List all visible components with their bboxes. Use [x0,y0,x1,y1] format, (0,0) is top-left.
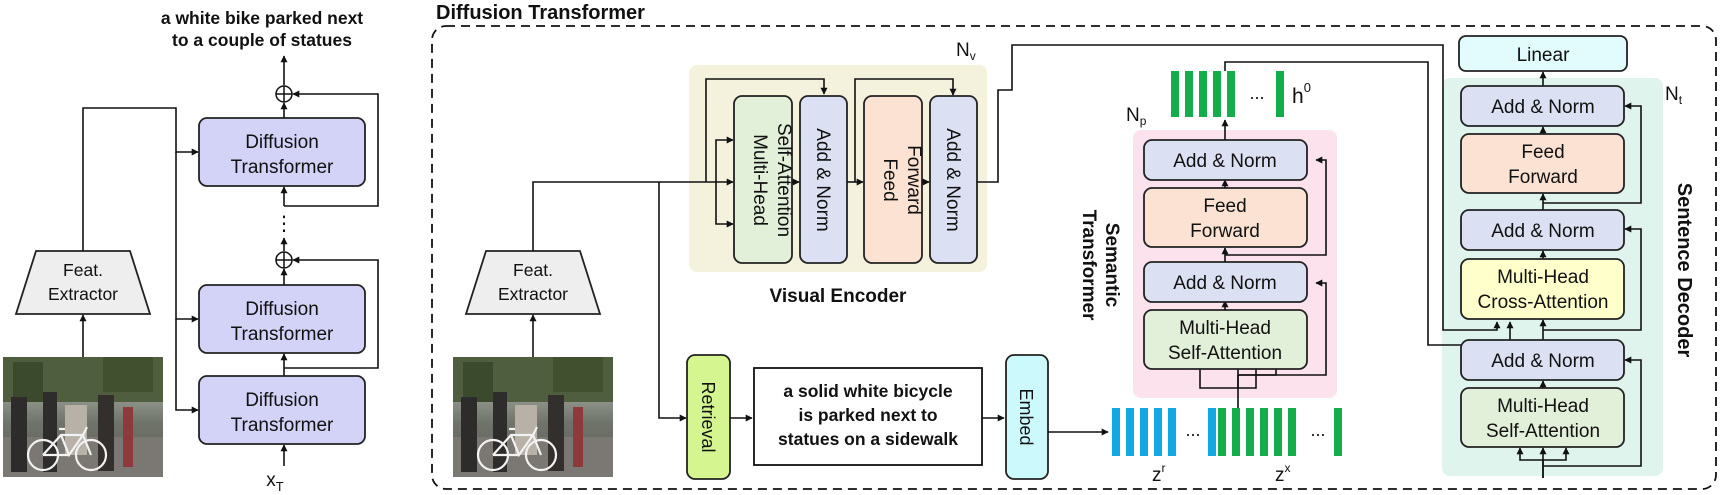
retrieved-line-3: statues on a sidewalk [778,429,958,449]
left-panel: a white bike parked next to a couple of … [1,8,379,494]
sd-feed-forward: Feed Forward [1460,133,1625,194]
sd-mhca-line-1: Multi-Head [1497,267,1589,288]
sd-ff-line-1: Feed [1521,142,1564,163]
sd-title: Sentence Decoder [1673,183,1695,358]
retrieved-line-1: a solid white bicycle [783,381,952,401]
dashed-frame [431,25,1717,490]
st-ff-line-1: Feed [1203,196,1246,217]
feat-label-line-2: Extractor [498,284,568,304]
dots: ... [1249,83,1264,103]
embed-box: Embed [1005,354,1049,480]
retrieved-caption-box: a solid white bicycle is parked next to … [753,367,983,466]
dt-label-line-2: Transformer [231,324,334,345]
zx-label: zx [1275,461,1291,486]
st-mhsa-line-2: Self-Attention [1168,343,1282,364]
sd-repeat-label: Nt [1665,84,1683,107]
st-add-norm-label: Add & Norm [1173,273,1276,294]
sd-add-norm-label: Add & Norm [1491,97,1594,118]
feature-extractor-main: Feat. Extractor [464,250,602,315]
sd-mhca-line-2: Cross-Attention [1478,292,1609,313]
ve-add-norm-1: Add & Norm [799,95,848,264]
dt-label-line-1: Diffusion [245,390,319,411]
zr-tokens: ... [1112,408,1216,456]
dt-label-line-2: Transformer [231,415,334,436]
sd-linear: Linear [1458,35,1628,72]
st-add-norm-1: Add & Norm [1143,261,1308,303]
sd-self-attention: Multi-Head Self-Attention [1460,387,1625,448]
circle-plus-icon [275,251,293,269]
h0-tokens: ... [1171,71,1284,117]
dt-label-line-1: Diffusion [245,299,319,320]
feat-label-line-1: Feat. [63,260,103,280]
ve-add-norm-label: Add & Norm [812,128,833,231]
st-repeat-label: Np [1126,105,1147,128]
street-bicycle-photo [1,355,165,479]
diffusion-transformer-block-middle: Diffusion Transformer [198,284,366,354]
feat-label-line-1: Feat. [513,260,553,280]
st-title-line-1: Semantic [1101,223,1122,308]
main-title: Diffusion Transformer [436,2,645,24]
caption-line-2: to a couple of statues [172,30,352,50]
zx-tokens: ... [1218,408,1342,456]
diffusion-transformer-block-bottom: Diffusion Transformer [198,375,366,445]
ve-ff-line-1: Feed [879,158,900,201]
st-self-attention: Multi-Head Self-Attention [1143,309,1308,370]
main-panel: Diffusion Transformer Feat. Extractor Mu… [431,2,1717,490]
sd-add-norm-low: Add & Norm [1460,339,1625,381]
st-title-line-2: Transformer [1078,210,1099,321]
diffusion-transformer-block-top: Diffusion Transformer [198,117,366,187]
ve-add-norm-label: Add & Norm [942,128,963,231]
caption-line-1: a white bike parked next [161,8,363,28]
sd-add-norm-top: Add & Norm [1460,85,1625,127]
sd-add-norm-label: Add & Norm [1491,221,1594,242]
ve-self-attention: Multi-Head Self-Attention [733,95,794,264]
sd-add-norm-mid: Add & Norm [1460,209,1625,251]
street-bicycle-photo [451,355,615,479]
ve-mhsa-line-1: Multi-Head [749,134,770,226]
sd-cross-attention: Multi-Head Cross-Attention [1460,258,1625,320]
feature-extractor-left: Feat. Extractor [14,250,152,315]
retrieved-line-2: is parked next to [798,405,937,425]
st-mhsa-line-1: Multi-Head [1179,318,1271,339]
sd-mhsa-line-1: Multi-Head [1497,396,1589,417]
retrieval-box: Retrieval [686,354,731,480]
sd-add-norm-label: Add & Norm [1491,351,1594,372]
sd-ff-line-2: Forward [1508,167,1578,188]
xt-label: xT [266,470,284,494]
ve-add-norm-2: Add & Norm [929,95,978,264]
st-add-norm-label: Add & Norm [1173,151,1276,172]
h0-label: h0 [1292,80,1311,108]
st-add-norm-2: Add & Norm [1143,139,1308,181]
st-feed-forward: Feed Forward [1143,187,1308,248]
vertical-ellipsis: ⋮ [274,213,294,235]
ve-repeat-label: Nv [956,40,976,63]
retrieval-label: Retrieval [698,381,718,452]
sd-mhsa-line-2: Self-Attention [1486,421,1600,442]
dt-label-line-1: Diffusion [245,132,319,153]
zr-label: zr [1152,461,1166,486]
st-ff-line-2: Forward [1190,221,1260,242]
circle-plus-icon [275,85,293,103]
dt-label-line-2: Transformer [231,157,334,178]
ve-mhsa-line-2: Self-Attention [773,123,794,237]
ve-feed-forward: Feed Forward [863,95,924,264]
dots: ... [1310,420,1325,440]
feat-label-line-2: Extractor [48,284,118,304]
dots: ... [1185,420,1200,440]
ve-ff-line-2: Forward [903,145,924,215]
ve-title: Visual Encoder [770,286,908,307]
embed-label: Embed [1016,388,1036,445]
sd-linear-label: Linear [1517,45,1570,66]
